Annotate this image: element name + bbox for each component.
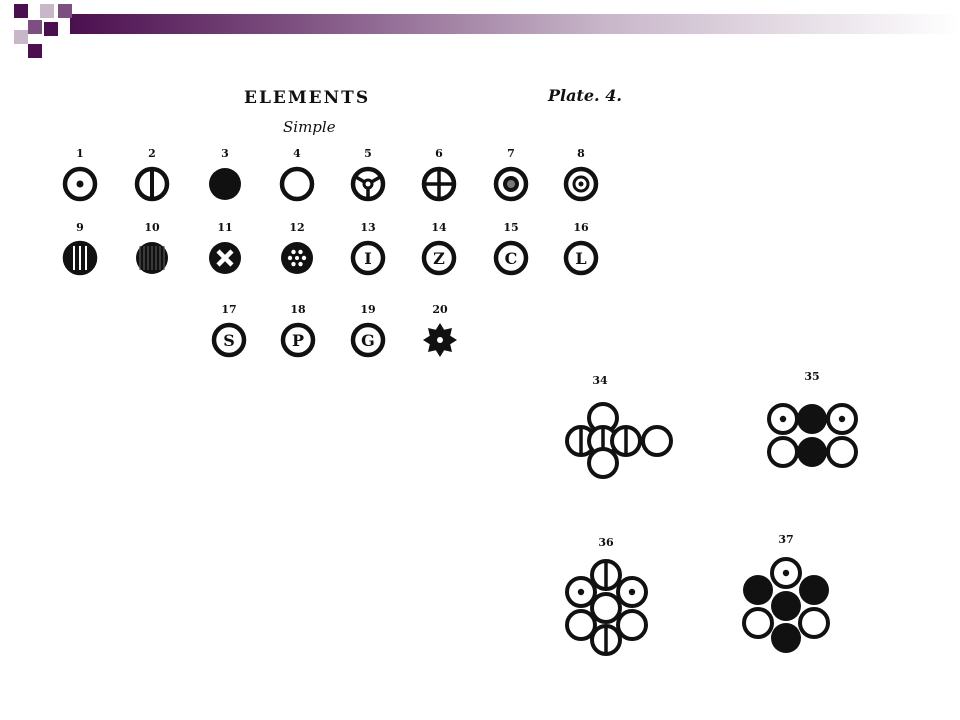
element-symbol-2: 2 [134,147,170,202]
corner-square-4 [14,30,28,44]
element-symbol-16: 16L [563,221,599,276]
element-number-4: 4 [293,147,301,160]
element-symbol-15: 15C [493,221,529,276]
compound-37: 37 [742,533,830,653]
compound-number-37: 37 [778,533,793,546]
plate-subtitle: Simple [283,118,336,136]
element-number-1: 1 [76,147,84,160]
element-symbol-17: 17S [211,303,247,358]
element-symbol-9: 9 [62,221,98,276]
element-number-14: 14 [431,221,447,234]
element-symbol-19: 19G [350,303,386,358]
element-symbol-4: 4 [279,147,315,202]
element-symbol-11: 11 [209,221,241,274]
element-number-10: 10 [144,221,160,234]
svg-text:G: G [361,331,375,350]
element-symbol-6: 6 [421,147,457,202]
element-number-18: 18 [290,303,306,316]
compound-35: 35 [767,370,858,468]
header-gradient-band [70,14,960,34]
element-symbol-12: 12 [281,221,313,274]
svg-text:S: S [223,331,235,350]
compound-34: 34 [565,374,673,479]
svg-text:Z: Z [433,249,445,268]
element-symbol-8: 8 [563,147,599,202]
corner-square-3 [58,4,72,18]
plate-number: Plate. 4. [548,86,622,105]
corner-square-2 [40,4,54,18]
element-symbol-7: 7 [493,147,529,202]
svg-text:P: P [292,331,304,350]
element-number-13: 13 [360,221,375,234]
corner-square-7 [28,44,42,58]
element-number-17: 17 [221,303,236,316]
compound-number-34: 34 [592,374,608,387]
corner-square-1 [14,4,28,18]
element-symbol-1: 1 [62,147,98,202]
element-number-19: 19 [360,303,375,316]
compound-36: 36 [565,536,648,656]
plate-title: ELEMENTS [244,88,371,108]
svg-text:I: I [364,249,371,268]
element-number-15: 15 [503,221,518,234]
element-number-5: 5 [364,147,372,160]
element-symbol-5: 5 [350,147,386,202]
corner-square-5 [28,20,42,34]
svg-text:C: C [505,249,518,268]
element-number-7: 7 [507,147,515,160]
compound-number-36: 36 [598,536,614,549]
element-number-9: 9 [76,221,84,234]
element-symbol-3: 3 [209,147,241,200]
element-number-3: 3 [221,147,229,160]
corner-square-6 [44,22,58,36]
element-number-20: 20 [432,303,448,316]
element-symbol-13: 13I [350,221,386,276]
element-number-12: 12 [289,221,304,234]
compound-number-35: 35 [804,370,819,383]
element-symbol-10: 10 [136,221,168,274]
element-symbol-18: 18P [280,303,316,358]
svg-text:L: L [575,249,586,268]
element-number-6: 6 [435,147,443,160]
element-number-16: 16 [573,221,589,234]
element-symbol-14: 14Z [421,221,457,276]
element-number-8: 8 [577,147,585,160]
element-number-2: 2 [148,147,156,160]
element-symbol-20: 20 [423,303,457,357]
element-number-11: 11 [217,221,232,234]
